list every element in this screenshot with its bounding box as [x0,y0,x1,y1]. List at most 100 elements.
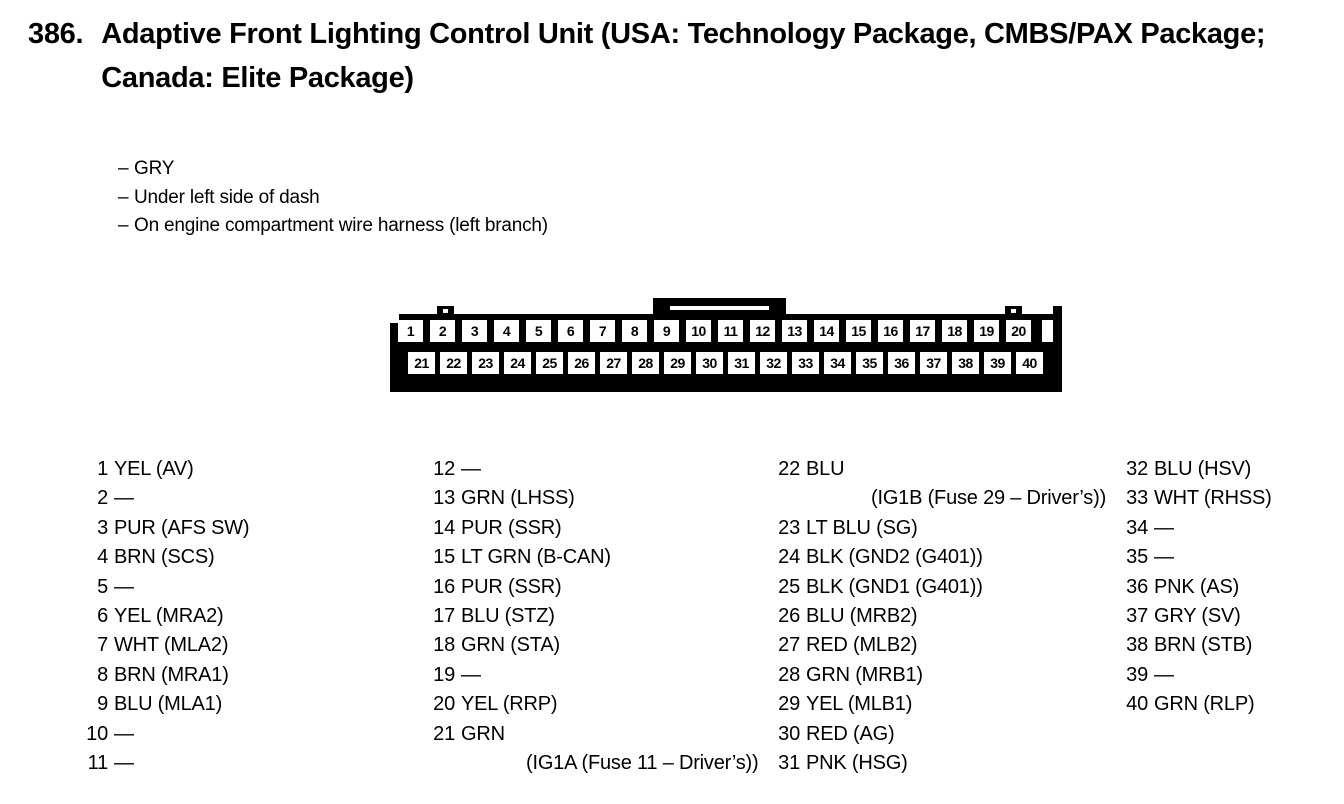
bullet-dash-icon: – [118,158,129,179]
note-text: On engine compartment wire harness (left… [134,215,548,236]
pin-label: — [114,722,134,745]
pin-cell: 13 [782,320,807,342]
note-text: Under left side of dash [134,186,320,208]
pin-number: 10 [86,722,108,745]
pin-number: 17 [433,605,455,628]
bullet-dash-icon: – [118,186,129,208]
pin-number: 12 [433,458,455,480]
pin-cell: 10 [686,320,711,342]
pin-label: GRN (RLP) [1154,693,1255,716]
pin-entry: 2— [48,484,249,513]
note-item: –On engine compartment wire harness (lef… [118,212,548,241]
pin-label: PUR (AFS SW) [114,516,250,539]
pin-label: BLU (HSV) [1154,458,1252,480]
pin-cell: 8 [622,320,647,342]
pin-label: BLU [806,458,845,480]
pin-label: — [461,458,481,480]
pin-entry: 15 LT GRN (B-CAN) [395,543,758,572]
bracket-lower-bar [663,310,776,317]
pin-entry: 34 — [1088,514,1272,543]
pin-number: 23 [778,516,800,539]
pin-number: 24 [778,546,800,569]
pin-cell: 22 [440,352,467,374]
pin-cell: 19 [974,320,999,342]
pin-number: 4 [97,546,108,569]
pin-label: — [461,663,481,686]
pin-number: 18 [433,634,455,657]
pin-number: 22 [778,458,800,480]
bracket-top-bar [653,298,786,306]
pin-label: BRN (STB) [1154,634,1253,657]
pin-cell: 24 [504,352,531,374]
pin-label: BRN (MRA1) [114,663,229,686]
pin-number: 20 [433,693,455,716]
pin-number: 7 [97,634,108,657]
pin-cell: 2 [430,320,455,342]
pin-entry: 35— [1088,543,1272,572]
pin-label: GRN (LHSS) [461,487,575,510]
connector-right-gap [1042,320,1053,342]
pin-label: — [114,575,134,598]
pin-entry: 12 — [395,455,758,484]
pin-label: YEL (RRP) [461,693,558,716]
pin-number: 29 [778,693,800,716]
pin-cell: 39 [984,352,1011,374]
pin-number: 2 [97,487,108,510]
pin-number: 14 [433,516,455,539]
pin-label: WHT (RHSS) [1154,487,1272,510]
pin-cell: 34 [824,352,851,374]
pin-cell: 1 [398,320,423,342]
pin-label: GRN (MRB1) [806,663,923,686]
pin-cell: 35 [856,352,883,374]
pin-number: 36 [1126,575,1148,598]
note-item: –GRY [118,155,548,184]
pin-number: 9 [97,693,108,716]
pin-label: LT GRN (B-CAN) [461,546,611,569]
pin-number: 33 [1126,487,1148,510]
pin-number: 5 [97,575,108,598]
note-item: –Under left side of dash [118,184,548,213]
page-title: Adaptive Front Lighting Control Unit (US… [101,18,1266,94]
pin-label: WHT (MLA2) [114,634,229,657]
pin-label: GRY (SV) [1154,605,1241,628]
connector-diagram: 1 2 3 4 5 6 7 8 9 10 11 12 13 14 15 16 1… [390,298,1070,394]
pin-cell: 31 [728,352,755,374]
pin-entry: 20 YEL (RRP) [395,690,758,719]
connector-right-tab-hole [1011,309,1016,313]
pin-cell: 38 [952,352,979,374]
pin-number: 15 [433,546,455,569]
connector-pin-row-top: 1 2 3 4 5 6 7 8 9 10 11 12 13 14 15 16 1… [398,320,1031,342]
pin-number: 35 [1126,546,1148,569]
pin-number: 37 [1126,605,1148,628]
pin-label: BLU (STZ) [461,605,555,628]
pin-label: — [1154,516,1174,539]
pin-cell: 3 [462,320,487,342]
pin-cell: 37 [920,352,947,374]
pin-number: 31 [778,752,800,775]
pin-label: — [114,752,134,775]
pin-number: 34 [1126,516,1148,539]
pin-cell: 33 [792,352,819,374]
pin-label: LT BLU (SG) [806,516,918,539]
connector-left-notch [390,314,399,323]
pin-number: 26 [778,605,800,628]
page-header: 386. Adaptive Front Lighting Control Uni… [28,12,1328,100]
pin-number: 38 [1126,634,1148,657]
pin-entry: 5— [48,573,249,602]
pin-number: 11 [87,752,109,775]
